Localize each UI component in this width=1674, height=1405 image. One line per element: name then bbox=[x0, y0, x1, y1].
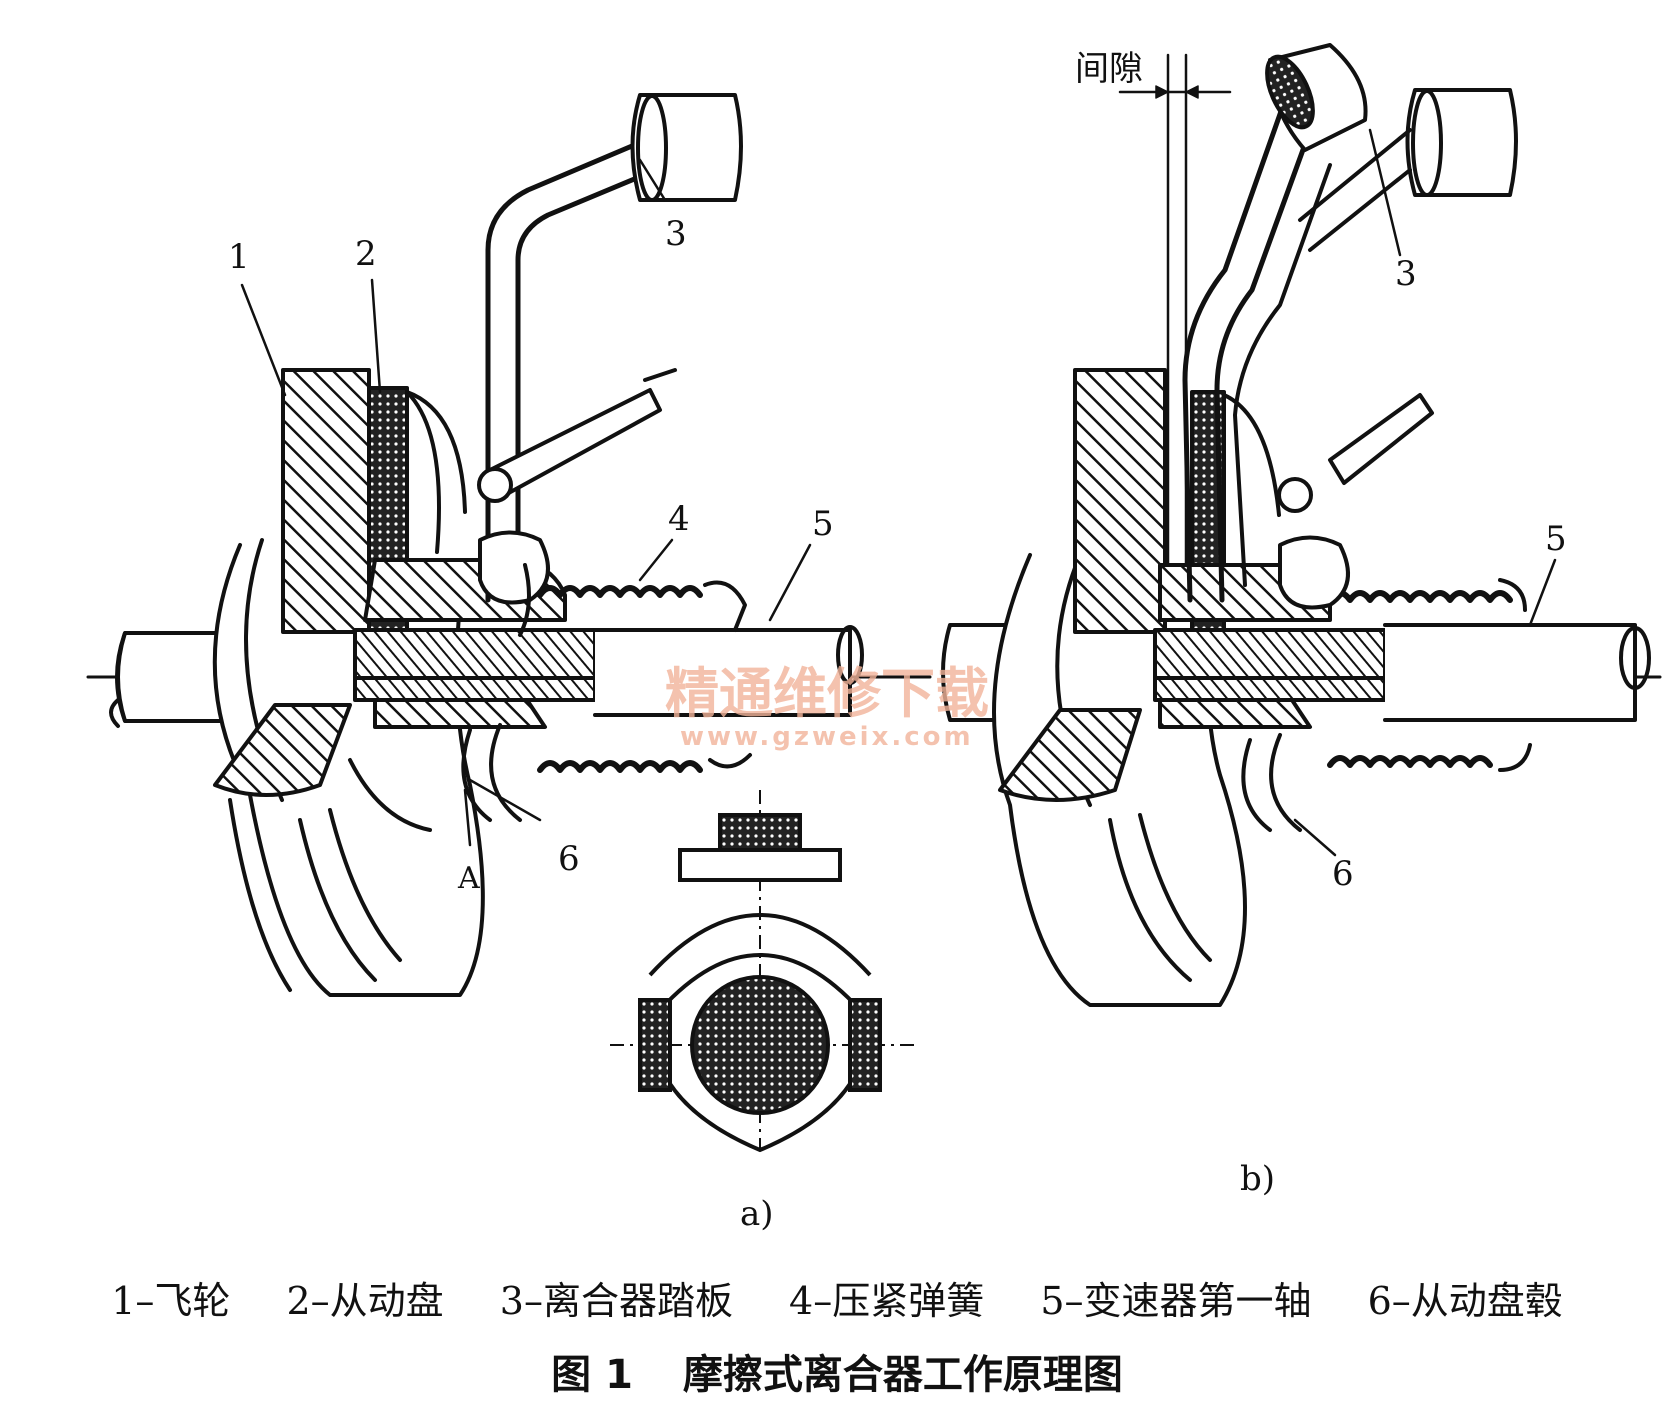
leader-5 bbox=[768, 543, 812, 622]
pressure-spring-lower bbox=[537, 760, 703, 773]
callout-b-5: 5 bbox=[1545, 519, 1567, 559]
hub-flange bbox=[461, 728, 492, 822]
release-fork-b bbox=[1328, 393, 1434, 485]
callout-b-6: 6 bbox=[1332, 854, 1354, 894]
end-view-hub bbox=[690, 975, 830, 1115]
input-shaft-b bbox=[1383, 623, 1637, 722]
watermark-text: 精通维修下载 bbox=[665, 662, 989, 725]
fork-pivot bbox=[477, 467, 513, 503]
leader-6 bbox=[468, 778, 542, 822]
input-shaft bbox=[593, 628, 852, 717]
end-view-inset bbox=[610, 790, 915, 1153]
spring-collar bbox=[703, 580, 747, 632]
flywheel-section bbox=[281, 368, 371, 634]
callout-a-2: 2 bbox=[355, 234, 377, 274]
callout-a-1: 1 bbox=[228, 237, 250, 277]
flywheel-lower-section bbox=[213, 703, 352, 797]
pressure-spring-lower-b bbox=[1327, 755, 1493, 768]
panel-b bbox=[941, 43, 1662, 1007]
fork-pivot-b bbox=[1277, 477, 1313, 513]
pressure-plate-curve bbox=[405, 390, 467, 514]
figure-number: 图 1 bbox=[551, 1352, 633, 1398]
callout-a-5: 5 bbox=[812, 504, 834, 544]
callout-a-4: 4 bbox=[668, 499, 690, 539]
pressure-spring-upper-b bbox=[1307, 590, 1513, 603]
pedal-pad bbox=[630, 93, 743, 202]
callout-a-3: 3 bbox=[665, 214, 687, 254]
legend-item-clutch-pedal: 3–离合器踏板 bbox=[499, 1279, 733, 1323]
leader-2 bbox=[370, 278, 382, 394]
callout-a-A: A bbox=[457, 861, 480, 896]
leader-b6 bbox=[1293, 818, 1337, 857]
pedal-arm bbox=[485, 132, 661, 603]
leader-3 bbox=[638, 158, 667, 202]
spline-hub bbox=[353, 628, 597, 680]
pedal-arm-b bbox=[1182, 97, 1288, 603]
leader-b5 bbox=[1528, 558, 1557, 627]
gap-label: 间隙 bbox=[1075, 49, 1143, 89]
callout-a-6: 6 bbox=[558, 839, 580, 879]
pressure-spring-upper bbox=[517, 585, 703, 598]
leader-1 bbox=[240, 283, 287, 397]
watermark-url: www.gzweix.com bbox=[680, 722, 974, 752]
spline-hub-b bbox=[1153, 628, 1387, 680]
legend: 1–飞轮 2–从动盘 3–离合器踏板 4–压紧弹簧 5–变速器第一轴 6–从动盘… bbox=[0, 1270, 1674, 1325]
clutch-diagram: 间隙 1 2 3 4 5 6 A 3 5 6 a) b) 精通维修下载 www.… bbox=[86, 43, 1662, 1234]
legend-item-input-shaft: 5–变速器第一轴 bbox=[1040, 1279, 1312, 1323]
figure-caption: 图 1 摩擦式离合器工作原理图 bbox=[0, 1342, 1674, 1400]
legend-item-disc-hub: 6–从动盘毂 bbox=[1367, 1279, 1563, 1323]
leader-4 bbox=[638, 538, 674, 582]
legend-item-flywheel: 1–飞轮 bbox=[111, 1279, 231, 1323]
leader-b3 bbox=[1368, 128, 1402, 257]
sublabel-b: b) bbox=[1240, 1159, 1275, 1199]
flywheel-section-b bbox=[1073, 368, 1167, 634]
panel-a bbox=[86, 93, 932, 997]
pedal-pad-original bbox=[1405, 88, 1518, 197]
flywheel-lower-section-b bbox=[998, 708, 1142, 802]
figure-title: 摩擦式离合器工作原理图 bbox=[682, 1352, 1123, 1398]
callout-b-3: 3 bbox=[1395, 254, 1417, 294]
legend-item-pressure-spring: 4–压紧弹簧 bbox=[789, 1279, 985, 1323]
sublabel-a: a) bbox=[740, 1194, 774, 1234]
leader-a bbox=[463, 788, 472, 847]
legend-item-driven-disc: 2–从动盘 bbox=[286, 1279, 444, 1323]
